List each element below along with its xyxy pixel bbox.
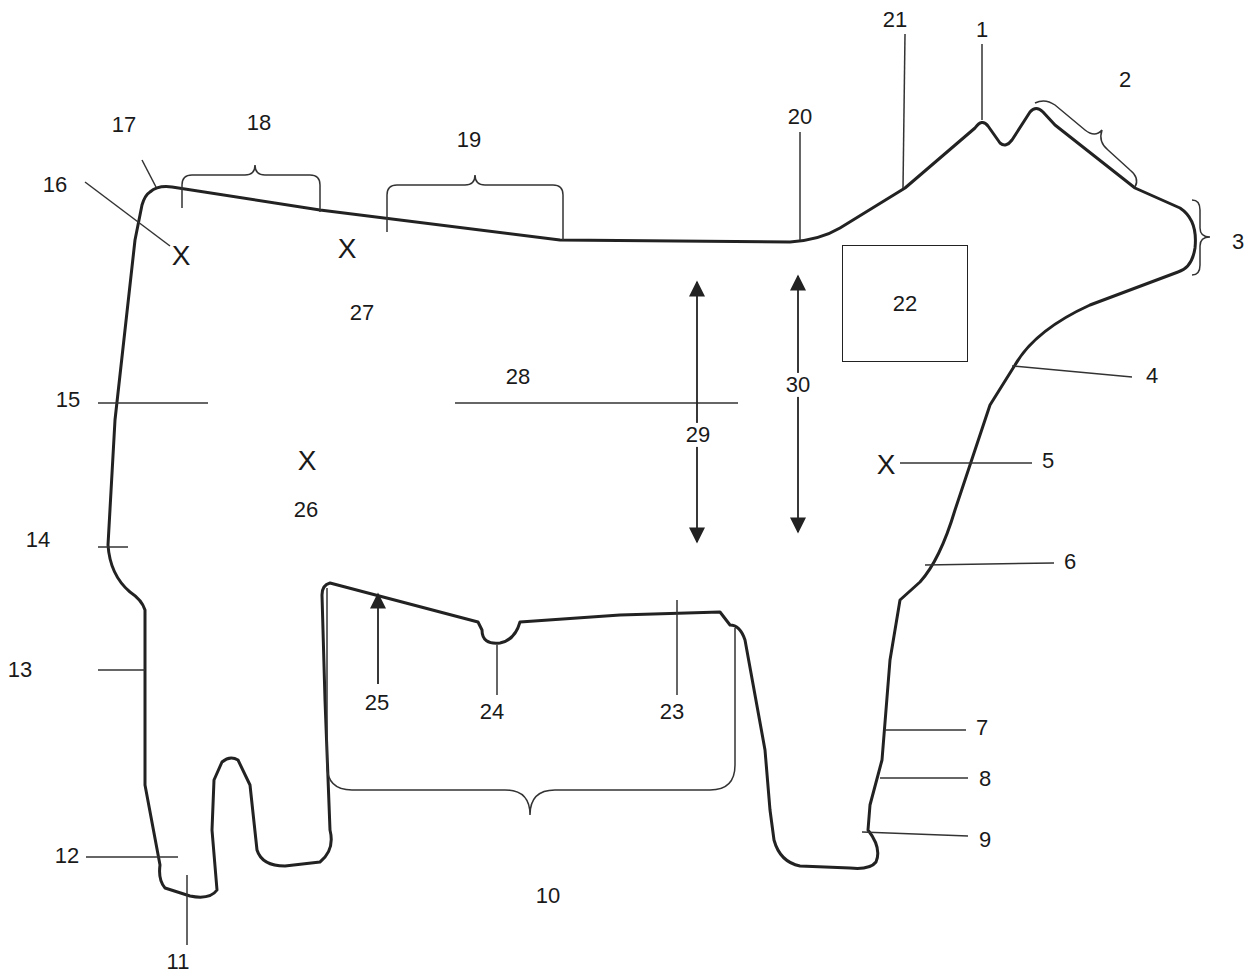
callout-number: 21	[881, 8, 909, 32]
callout-number: 18	[245, 111, 273, 135]
callout-number: 27	[348, 301, 376, 325]
callout-number: 11	[165, 950, 192, 974]
callout-number: 7	[974, 716, 990, 740]
callout-number: 5	[1040, 449, 1056, 473]
callout-number: 10	[534, 884, 562, 908]
callout-number: 13	[6, 658, 34, 682]
callout-number: 20	[786, 105, 814, 129]
callout-number: 25	[363, 691, 391, 715]
x-mark: X	[877, 450, 896, 481]
callout-number: 29	[684, 423, 712, 447]
callout-number: 17	[110, 113, 138, 137]
x-mark: X	[172, 241, 191, 272]
callout-number: 3	[1230, 230, 1246, 254]
callout-number: 14	[24, 528, 52, 552]
cow-outline	[108, 109, 1195, 898]
brackets	[182, 101, 1210, 815]
callout-number: 24	[478, 700, 506, 724]
x-mark: X	[338, 234, 357, 265]
x-mark: X	[298, 446, 317, 477]
callout-number: 30	[784, 373, 812, 397]
callout-number: 28	[504, 365, 532, 389]
callout-number: 9	[977, 828, 993, 852]
callout-number: 8	[977, 767, 993, 791]
callout-number: 4	[1144, 364, 1160, 388]
leader-lines	[85, 34, 1132, 945]
callout-number: 19	[455, 128, 483, 152]
callout-number: 2	[1117, 68, 1133, 92]
number-box: 22	[842, 245, 968, 362]
callout-number: 15	[54, 388, 82, 412]
callout-number: 12	[53, 844, 81, 868]
callout-number: 1	[974, 18, 990, 42]
callout-number: 22	[893, 291, 917, 317]
callout-number: 23	[658, 700, 686, 724]
callout-number: 16	[41, 173, 69, 197]
callout-number: 6	[1062, 550, 1078, 574]
callout-number: 26	[292, 498, 320, 522]
measure-arrows	[378, 276, 798, 684]
